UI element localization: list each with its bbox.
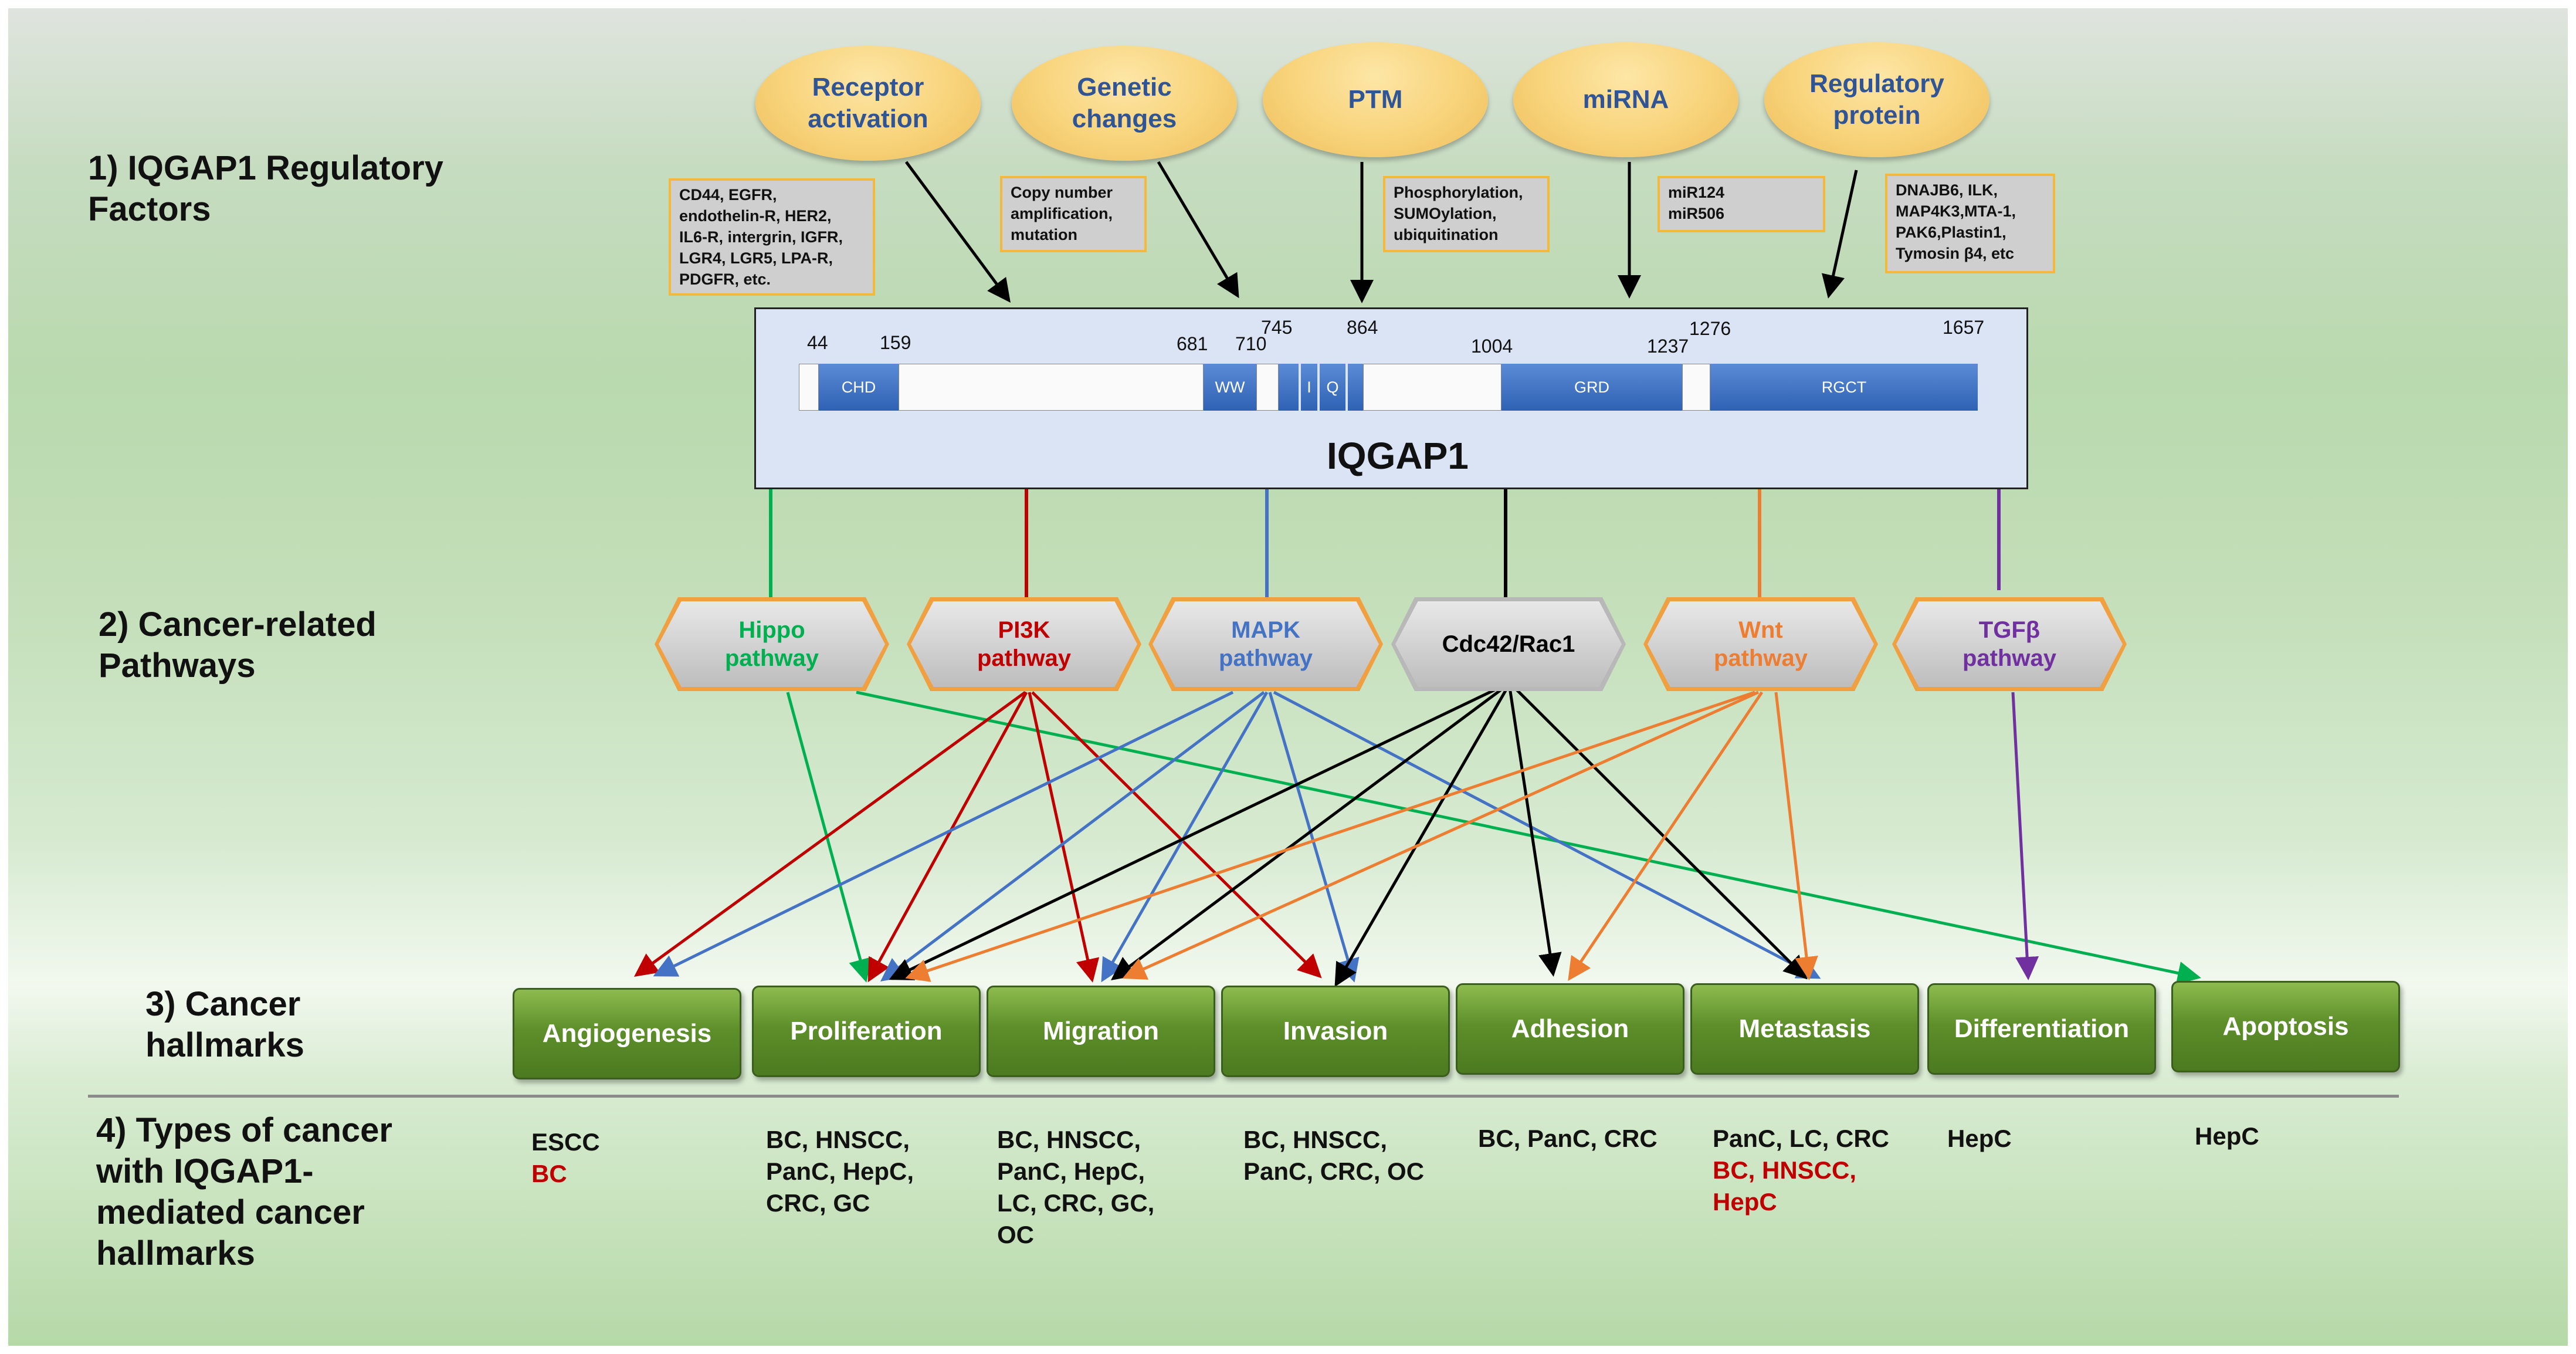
position-1657: 1657: [1943, 317, 1985, 338]
protein-segment-linker-1: [899, 364, 1204, 411]
protein-segment-linker-4: [1682, 364, 1710, 411]
arrow-mapk-metastasis: [1273, 690, 1821, 979]
section-hallmarks: 3) Cancer hallmarks: [145, 985, 304, 1064]
section-pathways: 2) Cancer-related Pathways: [99, 605, 377, 685]
detail-genetic-changes: Copy number amplification, mutation: [1000, 176, 1147, 252]
domain-iq-4: [1348, 364, 1363, 411]
arrow-mapk-proliferation: [880, 691, 1265, 982]
cancer-types-migration: BC, HNSCC, PanC, HepC, LC, CRC, GC, OC: [997, 1126, 1155, 1248]
pathway-tgfb: TGFβ pathway: [1892, 597, 2127, 691]
hallmark-apoptosis: Apoptosis: [2171, 981, 2400, 1072]
position-681: 681: [1177, 333, 1208, 354]
cancer-types-differentiation: HepC: [1947, 1125, 2012, 1152]
arrow-cdc42-metastasis: [1512, 685, 1808, 980]
cancer-types-adhesion: BC, PanC, CRC: [1478, 1125, 1658, 1152]
hallmark-angiogenesis: Angiogenesis: [513, 988, 741, 1079]
position-1004: 1004: [1471, 336, 1513, 357]
cancer-types-metastasis: PanC, LC, CRC BC, HNSCC, HepC: [1713, 1125, 1890, 1216]
domain-q: Q: [1320, 364, 1345, 411]
arrow-mapk-angiogenesis: [653, 690, 1234, 977]
domain-chd: CHD: [819, 364, 899, 411]
arrow-cdc42-adhesion: [1508, 687, 1562, 977]
protein-segment-start: [799, 364, 819, 411]
factor-genetic-changes: Genetic changes: [1012, 46, 1237, 161]
position-1237: 1237: [1647, 336, 1689, 357]
section-cancer-types: 4) Types of cancer with IQGAP1- mediated…: [96, 1111, 393, 1272]
factor-arrows: [904, 161, 1858, 303]
hallmark-migration: Migration: [987, 986, 1215, 1077]
arrow-cdc42-migration: [1110, 685, 1507, 980]
section-regulatory-factors: 1) IQGAP1 Regulatory Factors: [88, 149, 443, 228]
pathway-wnt-label: Wnt pathway: [1648, 601, 1874, 687]
arrow-pi3k-migration: [1028, 692, 1100, 983]
pathway-cdc42-rac1: Cdc42/Rac1: [1391, 597, 1626, 691]
factor-receptor-activation: Receptor activation: [755, 46, 981, 161]
pathway-mapk: MAPK pathway: [1148, 597, 1383, 691]
position-864: 864: [1347, 317, 1378, 338]
arrow-pi3k-angiogenesis: [633, 690, 1026, 977]
protein-name: IQGAP1: [1327, 435, 1469, 477]
domain-rgct: RGCT: [1710, 364, 1978, 411]
cancer-types-apoptosis: HepC: [2195, 1122, 2259, 1150]
pathway-hippo: Hippo pathway: [655, 597, 889, 691]
pathway-mapk-label: MAPK pathway: [1153, 601, 1379, 687]
hallmark-invasion: Invasion: [1221, 986, 1450, 1077]
arrow-hippo-apoptosis: [856, 690, 2201, 985]
arrow-wnt-metastasis: [1774, 692, 1818, 980]
pathway-hallmark-arrows: [633, 683, 2201, 987]
detail-receptor-activation: CD44, EGFR, endothelin-R, HER2, IL6-R, i…: [669, 178, 875, 296]
hallmark-proliferation: Proliferation: [752, 986, 981, 1077]
position-159: 159: [880, 332, 911, 353]
cancer-types-invasion: BC, HNSCC, PanC, CRC, OC: [1243, 1126, 1425, 1185]
position-745: 745: [1261, 317, 1293, 338]
domain-i: I: [1301, 364, 1317, 411]
position-1276: 1276: [1689, 318, 1731, 339]
position-44: 44: [807, 332, 828, 353]
pathway-wnt: Wnt pathway: [1643, 597, 1878, 691]
position-710: 710: [1235, 333, 1267, 354]
cancer-types-proliferation: BC, HNSCC, PanC, HepC, CRC, GC: [766, 1126, 914, 1217]
pathway-pi3k-label: PI3K pathway: [911, 601, 1137, 687]
arrow-wnt-proliferation: [905, 690, 1755, 982]
protein-segment-linker-3: [1363, 364, 1501, 411]
pathway-pi3k: PI3K pathway: [907, 597, 1141, 691]
domain-iq-1: [1279, 364, 1299, 411]
arrow-wnt-adhesion: [1568, 691, 1764, 981]
domain-ww: WW: [1204, 364, 1256, 411]
protein-pathway-lines: [769, 489, 2001, 597]
factor-regulatory-protein: Regulatory protein: [1764, 42, 1989, 157]
arrow-cdc42-proliferation: [889, 683, 1506, 980]
arrow-tgfb-differentiation: [2011, 692, 2039, 980]
domain-grd: GRD: [1501, 364, 1682, 411]
pathway-cdc42-rac1-label: Cdc42/Rac1: [1395, 601, 1622, 687]
arrow-mapk-migration: [1101, 691, 1269, 983]
detail-mirna: miR124 miR506: [1658, 176, 1825, 232]
pathway-tgfb-label: TGFβ pathway: [1896, 601, 2123, 687]
detail-regulatory-protein: DNAJB6, ILK, MAP4K3,MTA-1, PAK6,Plastin1…: [1885, 174, 2055, 273]
protein-segment-linker-2: [1256, 364, 1279, 411]
detail-ptm: Phosphorylation, SUMOylation, ubiquitina…: [1383, 176, 1550, 252]
arrow-receptor: [904, 161, 1011, 303]
arrow-cdc42-invasion: [1334, 686, 1509, 987]
pathway-hippo-label: Hippo pathway: [659, 601, 885, 687]
arrow-pi3k-invasion: [1031, 691, 1322, 979]
cancer-types-angiogenesis: ESCC BC: [531, 1128, 600, 1187]
section-divider: [88, 1095, 2399, 1098]
arrow-regulatory: [1821, 170, 1858, 299]
arrow-wnt-migration: [1122, 690, 1760, 980]
factor-ptm: PTM: [1263, 42, 1488, 157]
factor-mirna: miRNA: [1513, 42, 1738, 157]
arrow-pi3k-proliferation: [867, 691, 1028, 983]
hallmark-differentiation: Differentiation: [1927, 983, 2156, 1075]
hallmark-metastasis: Metastasis: [1690, 983, 1919, 1075]
arrow-genetic: [1157, 161, 1239, 299]
arrow-mapk-invasion: [1268, 692, 1360, 983]
hallmark-adhesion: Adhesion: [1456, 983, 1684, 1075]
